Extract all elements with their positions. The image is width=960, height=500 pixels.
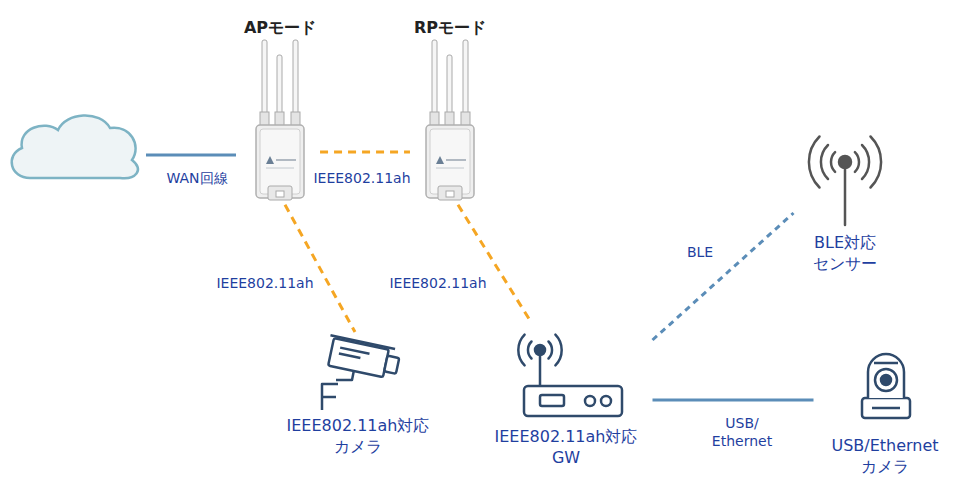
link-label: IEEE802.11ah — [213, 274, 316, 292]
link-label: IEEE802.11ah — [386, 274, 489, 292]
usb-camera-icon-part — [875, 369, 897, 391]
node-label: USB/Ethernet カメラ — [818, 436, 953, 478]
gateway-icon-part — [539, 352, 542, 386]
gateway-device: IEEE802.11ah対応 GW — [480, 322, 653, 469]
gateway-icon-part — [555, 335, 561, 366]
cloud-icon — [12, 115, 138, 178]
node-label: IEEE802.11ah対応 GW — [484, 427, 649, 469]
gateway-icon-part — [518, 335, 524, 366]
link-line — [320, 151, 410, 154]
gateway-icon-part — [585, 396, 595, 406]
link-line — [653, 399, 814, 402]
rp-device-icon — [426, 40, 474, 200]
icon-area — [803, 132, 887, 227]
camera-icon-part-part — [330, 335, 395, 349]
usb-camera-icon-part — [862, 398, 910, 418]
ap-device-icon — [256, 40, 304, 200]
icon-area — [313, 332, 403, 412]
camera-icon-part-part — [339, 353, 361, 358]
gateway-icon-part — [540, 395, 564, 406]
usb-camera-icon-part — [874, 362, 898, 365]
gateway-icon-part — [535, 345, 545, 355]
camera-device: IEEE802.11ah対応 カメラ — [272, 332, 445, 458]
usb-camera-icon-part — [881, 375, 891, 385]
ble-sensor-icon — [809, 137, 881, 226]
camera-icon-part-part — [384, 356, 399, 374]
node-label: APモード — [244, 18, 316, 39]
icon-area — [418, 39, 482, 205]
camera-icon-part-part — [340, 348, 369, 354]
icon-area — [506, 322, 626, 417]
link-line — [653, 213, 794, 340]
link-label: USB/ Ethernet — [700, 414, 784, 450]
ap-device-icon-part — [256, 40, 304, 200]
ble-sensor-icon-part — [855, 152, 859, 172]
node-label: BLE対応 センサー — [798, 233, 893, 275]
wan-line — [146, 155, 236, 156]
link-line — [285, 205, 355, 332]
gateway-icon — [518, 335, 622, 416]
link-label: IEEE802.11ah — [310, 169, 413, 187]
rp-device: RPモード — [410, 18, 490, 205]
ble-sensor-icon-part — [871, 137, 882, 188]
gateway-icon-part — [549, 342, 553, 359]
wan-line-part — [146, 154, 236, 157]
link-label: BLE — [684, 243, 716, 261]
usb-camera-icon-part — [868, 354, 904, 398]
ble-sensor-icon-part — [821, 145, 828, 179]
cloud-icon-part — [12, 115, 138, 178]
usb-camera-icon — [862, 354, 910, 418]
ble-sensor-icon-part — [839, 156, 851, 168]
link-line — [458, 205, 531, 322]
node-label: RPモード — [414, 18, 486, 39]
ble-sensor-icon-part — [862, 145, 869, 179]
icon-area — [248, 39, 312, 205]
usb-camera-device: USB/Ethernet カメラ — [814, 352, 957, 478]
usb-camera-icon-part — [872, 407, 900, 410]
gateway-icon-part — [524, 386, 622, 416]
ble-sensor-icon-part — [809, 137, 820, 188]
camera-icon-part-part — [328, 338, 389, 377]
node-label: IEEE802.11ah対応 カメラ — [276, 416, 441, 458]
gateway-icon-part — [528, 342, 532, 359]
sensor-device: BLE対応 センサー — [794, 132, 897, 275]
camera-icon-part — [324, 335, 401, 379]
ble-sensor-icon-part — [831, 152, 835, 172]
line-label: WAN回線 — [163, 169, 230, 187]
gateway-icon-part — [601, 396, 611, 406]
icon-area — [853, 352, 917, 422]
ble-sensor-icon-part — [844, 168, 847, 225]
camera-icon — [322, 335, 401, 410]
ap-device: APモード — [240, 18, 320, 205]
rp-device-icon-part — [426, 40, 474, 200]
camera-icon-part — [322, 396, 336, 399]
camera-icon-part — [322, 384, 338, 410]
